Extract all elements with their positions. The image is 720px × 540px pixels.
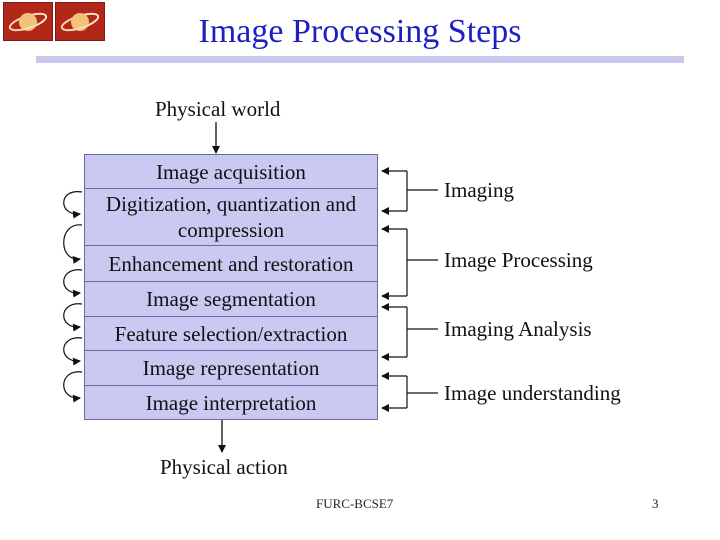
saturn-icon — [8, 12, 48, 32]
category-label: Image understanding — [444, 381, 621, 405]
step-box: Image segmentation — [84, 281, 378, 317]
title-underline — [36, 56, 684, 63]
saturn-logo-left — [3, 2, 53, 41]
page-number: 3 — [652, 496, 659, 511]
bracket-image-understanding — [381, 372, 438, 412]
category-label: Image Processing — [444, 248, 593, 272]
bracket-image-processing — [381, 225, 438, 300]
step-box: Feature selection/extraction — [84, 316, 378, 351]
category-label: Imaging Analysis — [444, 317, 592, 341]
bracket-imaging — [381, 167, 438, 215]
bracket-imaging-analysis — [381, 303, 438, 361]
physical-world-label: Physical world — [155, 97, 281, 121]
step-box: Image acquisition — [84, 154, 378, 189]
saturn-icon — [60, 12, 100, 32]
step-box: Enhancement and restoration — [84, 245, 378, 282]
slide-title: Image Processing Steps — [198, 13, 522, 50]
footer-text: FURC-BCSE7 — [316, 496, 394, 511]
step-box: Digitization, quantization and compressi… — [84, 188, 378, 246]
step-box: Image interpretation — [84, 385, 378, 420]
feedback-loops — [63, 191, 83, 403]
saturn-logo-right — [55, 2, 105, 41]
step-box: Image representation — [84, 350, 378, 386]
category-label: Imaging — [444, 178, 514, 202]
physical-action-label: Physical action — [160, 455, 288, 479]
